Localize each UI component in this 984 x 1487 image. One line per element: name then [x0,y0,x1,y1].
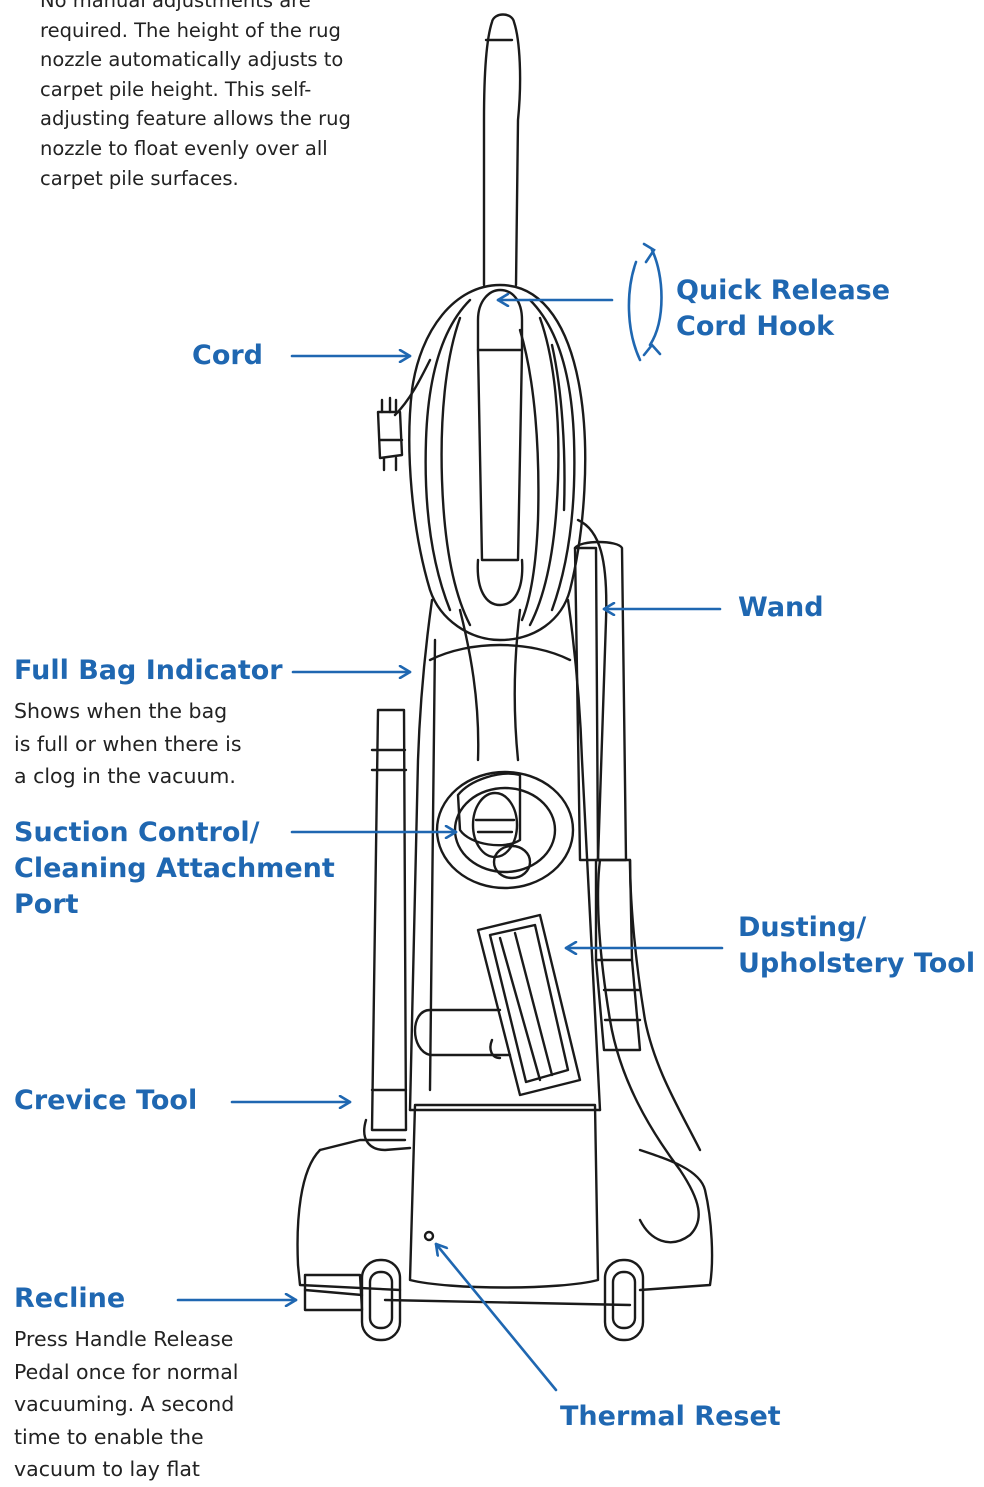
base [296,1103,714,1312]
label-crevice-tool: Crevice Tool [14,1085,198,1116]
wand-tube [573,540,642,1052]
label-suction-control: Suction Control/ Cleaning Attachment Por… [14,817,335,920]
label-dusting-upholstery-tool: Dusting/ Upholstery Tool [738,912,976,979]
rotate-indicator-icon [627,242,663,362]
power-plug [376,358,432,472]
label-wand: Wand [738,592,824,623]
label-cord: Cord [192,340,264,371]
arrow-thermal [434,1242,558,1392]
handle-grip [482,13,522,287]
description-recline: Press Handle Release Pedal once for norm… [14,1327,239,1481]
vacuum-illustration [296,13,714,1342]
label-quick-release-cord-hook: Quick Release Cord Hook [676,275,891,342]
label-full-bag-indicator: Full Bag Indicator [14,655,283,686]
label-recline: Recline [14,1283,126,1314]
cord-hook [476,288,524,607]
pointer-arrows [176,242,724,1392]
intro-paragraph: No manual adjustments are required. The … [40,0,351,190]
cord-wrap [408,283,587,642]
suction-port [435,770,575,890]
description-full-bag-indicator: Shows when the bag is full or when there… [14,699,242,788]
dusting-tool [413,913,582,1097]
hose [458,518,702,1244]
wheels [360,1258,645,1342]
label-thermal-reset: Thermal Reset [560,1401,781,1432]
crevice-tool [363,708,412,1152]
